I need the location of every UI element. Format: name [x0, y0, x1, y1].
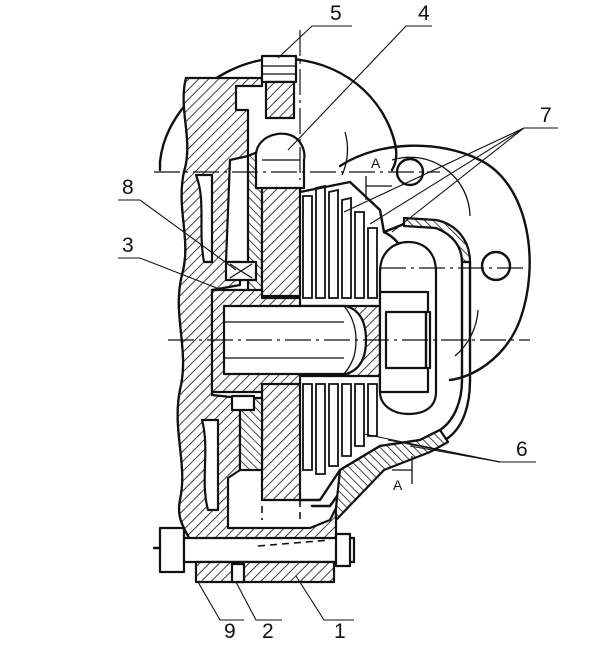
housing: [176, 76, 338, 542]
label-7: 7: [540, 104, 552, 127]
hidden-edges: [247, 110, 301, 520]
label-5: 5: [330, 2, 342, 25]
label-6: 6: [516, 438, 528, 461]
section-label-top: A: [371, 155, 381, 171]
lower-discs: [302, 383, 378, 475]
section-label-bottom: A: [393, 477, 403, 493]
bolt-hole-right: [480, 250, 512, 282]
seal-8: [224, 260, 258, 412]
center-axes: [154, 30, 530, 341]
shaft-bushing-3: [210, 288, 382, 394]
label-9: 9: [224, 620, 236, 643]
leader-lines: [118, 25, 558, 621]
label-8: 8: [122, 176, 134, 199]
ball-4: [254, 132, 306, 190]
friction-disc-stack: [298, 180, 386, 475]
label-2: 2: [262, 620, 274, 643]
label-3: 3: [122, 234, 134, 257]
section-mark-top: A: [365, 155, 392, 200]
bottom-bolt-1: [152, 526, 356, 584]
label-4: 4: [418, 2, 430, 25]
roller: [378, 240, 438, 416]
section-mark-bottom: A: [392, 456, 413, 493]
bolt-5: [260, 54, 298, 120]
upper-discs: [298, 180, 386, 299]
label-1: 1: [334, 620, 346, 643]
washer-2: [230, 562, 246, 584]
callout-labels: 5 4 7 8 3 6 9 2 1: [122, 2, 552, 643]
